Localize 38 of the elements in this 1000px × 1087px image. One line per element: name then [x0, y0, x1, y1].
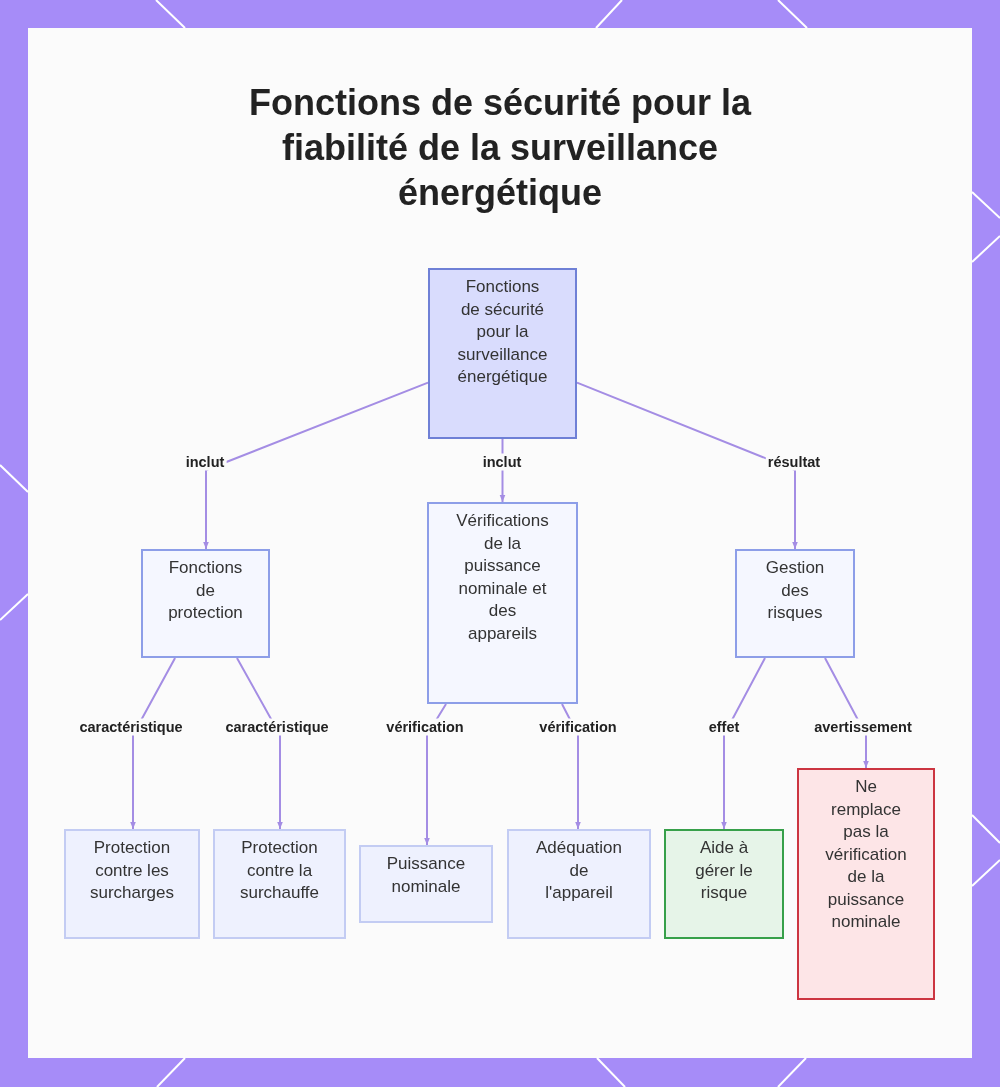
edge-label: inclut	[183, 453, 227, 471]
concept-box	[797, 768, 935, 1000]
concept-box	[664, 829, 784, 939]
edge-label: caractéristique	[77, 718, 185, 736]
node-text: Fonctions de sécurité pour la surveillance énergétique	[457, 276, 548, 388]
edge-label: effet	[706, 718, 742, 736]
edge-label: résultat	[765, 453, 823, 471]
connector-arrow	[236, 657, 283, 830]
node-text: Vérifications de la puissance nominale et des appareils	[455, 510, 550, 645]
concept-box	[359, 845, 493, 923]
edge-label: vérification	[384, 718, 466, 736]
connector-arrow	[824, 657, 869, 769]
concept-box	[735, 549, 855, 658]
connector-arrow	[203, 381, 429, 550]
node-text: Gestion des risques	[764, 557, 826, 624]
edge-label: avertissement	[812, 718, 914, 736]
edge-label: inclut	[480, 453, 524, 471]
concept-box	[427, 502, 578, 704]
connector-arrow	[130, 657, 177, 830]
diagram-title: Fonctions de sécurité pour la fiabilité de la surveillance énergétique	[247, 81, 753, 215]
node-text: Puissance nominale	[385, 853, 467, 898]
edge-label: caractéristique	[223, 718, 331, 736]
connector-arrow	[721, 657, 766, 830]
node-text: Fonctions de protection	[167, 557, 244, 624]
concept-box	[428, 268, 577, 439]
node-text: Adéquation de l'appareil	[535, 837, 623, 904]
connector-arrow	[424, 703, 448, 846]
connector-arrow	[561, 703, 581, 830]
connector-arrow	[576, 381, 798, 550]
node-text: Protection contre les surcharges	[88, 837, 176, 904]
node-text: Aide à gérer le risque	[694, 837, 754, 904]
concept-box	[213, 829, 346, 939]
node-text: Ne remplace pas la vérification de la puissance nominale	[824, 776, 908, 933]
concept-box	[507, 829, 651, 939]
concept-box	[141, 549, 270, 658]
edge-label: vérification	[537, 718, 619, 736]
node-text: Protection contre la surchauffe	[238, 837, 321, 904]
concept-box	[64, 829, 200, 939]
